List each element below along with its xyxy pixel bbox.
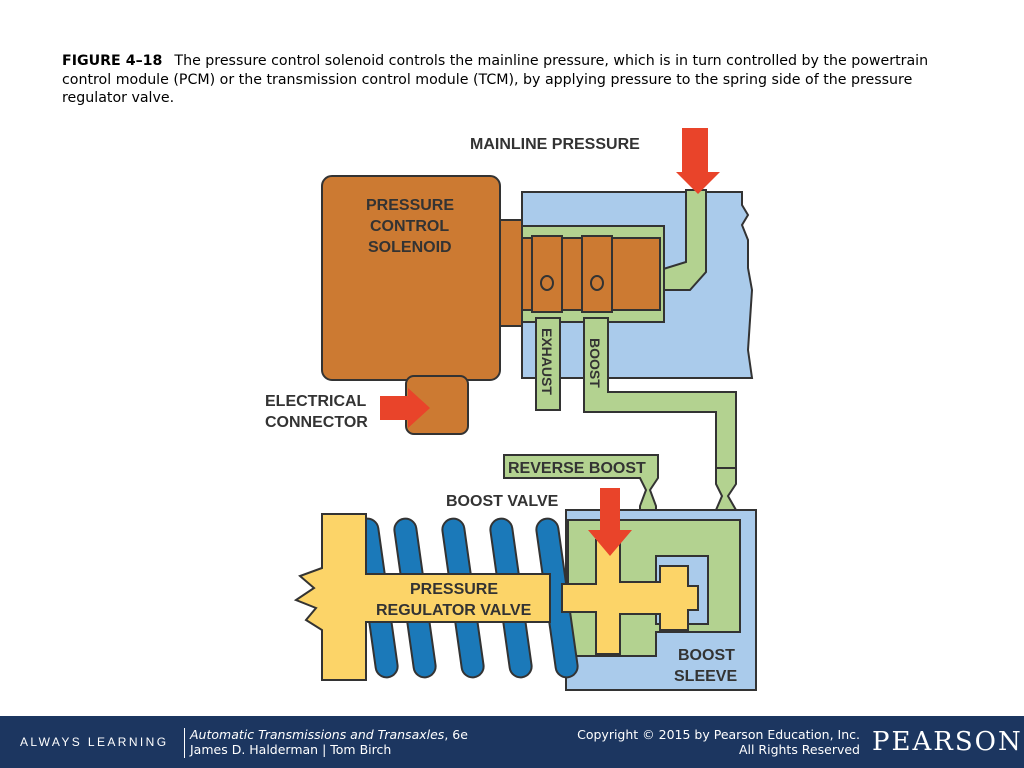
connector-label-line1: ELECTRICAL [265,393,367,410]
footer-tagline: ALWAYS LEARNING [20,735,169,749]
regulator-label-line2: REGULATOR VALVE [376,602,532,619]
footer-bar: ALWAYS LEARNING Automatic Transmissions … [0,716,1024,768]
regulator-label-line1: PRESSURE [410,581,498,598]
spool-port-1 [540,275,554,291]
footer-divider [184,728,185,758]
footer-book-title-line: Automatic Transmissions and Transaxles, … [190,727,468,742]
electrical-connector-arrow [380,388,430,428]
solenoid-plunger-housing [499,219,523,327]
spool-port-2 [590,275,604,291]
exhaust-passage [535,317,561,411]
mainline-pressure-arrow [676,128,720,194]
exhaust-label: EXHAUST [539,328,555,395]
boost-valve-label: BOOST VALVE [446,493,559,510]
footer-copyright: Copyright © 2015 by Pearson Education, I… [577,727,860,742]
footer-copyright-block: Copyright © 2015 by Pearson Education, I… [577,727,860,757]
sleeve-label-line1: BOOST [678,647,735,664]
solenoid-label-line2: CONTROL [370,218,449,235]
spool-land-2 [581,235,613,313]
solenoid-label-line3: SOLENOID [368,239,452,256]
footer-book-info: Automatic Transmissions and Transaxles, … [190,727,468,757]
boost-valve [561,539,699,655]
footer-authors: James D. Halderman | Tom Birch [190,742,392,757]
footer-rights: All Rights Reserved [738,742,860,757]
pearson-logo: PEARSON [872,727,1023,757]
caption-text: The pressure control solenoid controls t… [62,53,929,106]
reverse-boost-label: REVERSE BOOST [508,460,646,477]
pressure-regulator-valve [293,513,551,681]
connector-label-line2: CONNECTOR [265,414,368,431]
mainline-passage [659,189,707,291]
solenoid-label-line1: PRESSURE [366,197,454,214]
boost-valve-arrow [588,488,632,556]
sleeve-label-line2: SLEEVE [674,668,737,685]
spool-land-1 [531,235,563,313]
mainline-pressure-label: MAINLINE PRESSURE [470,136,640,153]
footer-edition: , 6e [444,727,468,742]
figure-label: FIGURE 4–18 [62,53,163,69]
footer-book-title: Automatic Transmissions and Transaxles [190,727,445,742]
boost-label: BOOST [587,338,603,388]
